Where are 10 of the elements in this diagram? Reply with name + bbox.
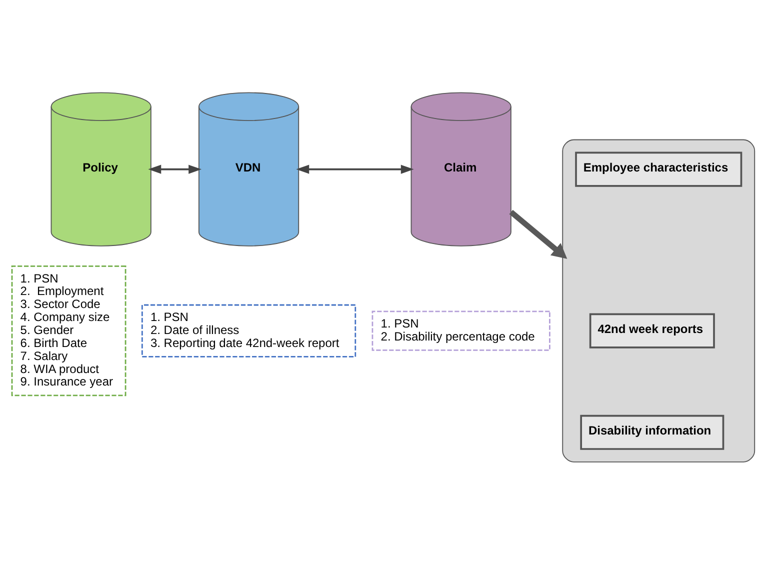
node-box: 1. PSN 2. Disability percentage code (372, 310, 550, 351)
arrow (509, 210, 568, 259)
node-box: Disability information (580, 414, 724, 450)
arrow (148, 164, 202, 174)
node-box: 1. PSN 2. Employment 3. Sector Code 4. Company size 5. Gender 6. Birth Date 7. Salary 8. WIA product 9. Insurance year (11, 266, 126, 396)
node-box: 1. PSN 2. Date of illness 3. Reporting date 42nd-week report (141, 304, 356, 358)
node-box: Employee characteristics (575, 152, 742, 187)
arrow (296, 164, 414, 174)
cluster (562, 139, 756, 462)
node-box: 42nd week reports (589, 313, 715, 348)
